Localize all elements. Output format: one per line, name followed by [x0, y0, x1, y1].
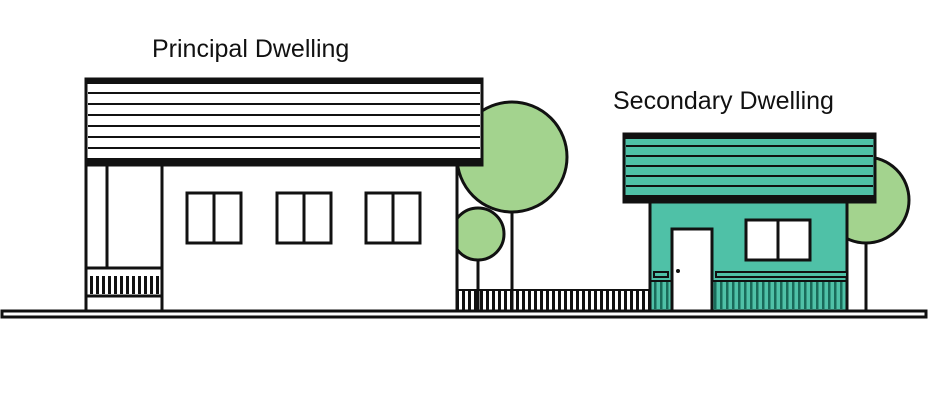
- principal-dwelling-label: Principal Dwelling: [152, 35, 349, 63]
- secondary-dwelling-label: Secondary Dwelling: [613, 87, 834, 115]
- secondary-door: [670, 227, 714, 313]
- secondary-roof: [622, 132, 877, 204]
- principal-dwelling: [84, 77, 484, 313]
- porch: [84, 162, 164, 313]
- principal-window-3: [364, 191, 422, 245]
- secondary-window: [744, 218, 812, 262]
- principal-window-2: [275, 191, 333, 245]
- secondary-dwelling: [622, 132, 877, 313]
- principal-window-1: [185, 191, 243, 245]
- ground-line: [0, 309, 928, 319]
- fence: [457, 289, 650, 311]
- principal-roof: [84, 77, 484, 167]
